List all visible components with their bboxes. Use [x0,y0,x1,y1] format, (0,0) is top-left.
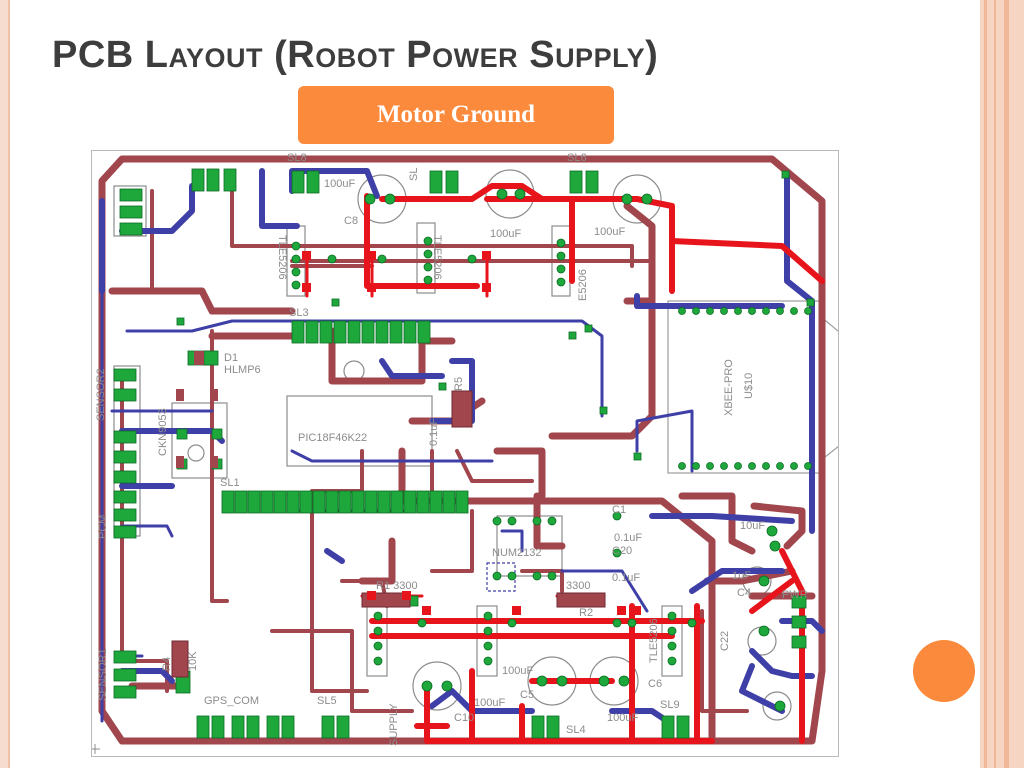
pcb-label-c5: C5 [520,689,534,701]
brown-traces [98,155,826,745]
pcb-label-num2132: NUM2132 [492,547,542,559]
pcb-label-tle5206: TLE5206 [648,618,660,663]
pcb-label-supply: SUPPLY [388,703,400,746]
pcb-label-gps-com: GPS_COM [204,695,259,707]
pcb-label-100uf: 100uF [474,697,505,709]
pcb-label-r4: R4 [161,657,173,671]
pcb-label-r1: R1 3300 [376,580,418,592]
pcb-label-pwr: PWR [782,589,808,601]
pcb-label-xbee-pro: XBEE-PRO [723,359,735,416]
frame-stripe [994,0,996,768]
pcb-label-100uf: 100uF [607,712,638,724]
pcb-label-sl3: SL3 [289,307,309,319]
pcb-label-e5206: E5206 [577,269,589,301]
decorative-orange-dot [913,640,975,702]
pcb-label-c6: C6 [648,678,662,690]
slide-frame-left [0,0,8,768]
smd-cap-pads [302,251,641,615]
slide-frame-left-line [8,0,10,768]
resistor-bodies [171,351,606,678]
pcb-label-100uf: 100uF [490,228,521,240]
pcb-label-100uf: 100uF [502,665,533,677]
pcb-label-c8: C8 [344,215,358,227]
pcb-label-sl8: SL8 [287,152,307,164]
pcb-label-r2: R2 [579,607,593,619]
pcb-label-01uf: 0.1uF [428,418,440,446]
pcb-label-sensor2: SENSOR2 [95,368,107,421]
pcb-label-1uf: 1uF [732,570,751,582]
pcb-label-ckn: CKN9053 [157,408,169,456]
pcb-label-sl5: SL5 [317,695,337,707]
slide-frame-right [980,0,1024,768]
pcb-label-sl9: SL9 [660,699,680,711]
pcb-text: SL8 100uF C8 SL 100uF SL6 100uF TLE5206 … [95,152,808,746]
pcb-label-tle5206: TLE5206 [431,235,443,280]
pcb-label-pic: PIC18F46K22 [298,432,367,444]
pcb-label-tle5206: TLE5206 [276,235,288,280]
pcb-label-sl1: SL1 [220,477,240,489]
round-pads [291,188,812,712]
pcb-label-100uf: 100uF [324,178,355,190]
pcb-label-sensor1: SENSOR1 [97,648,109,701]
pcb-label-d1: D1 [224,352,238,364]
red-traces [364,183,825,744]
pcb-label-hlmp: HLMP6 [224,364,261,376]
vias [176,170,815,461]
pcb-label-100uf: 100uF [594,226,625,238]
pcb-label-c20: C20 [612,545,632,557]
pcb-label-u10: U$10 [743,373,755,399]
pcb-label-c1: C1 [612,504,626,516]
pcb-label-01uf: 0.1uF [612,572,640,584]
pcb-label-sl: SL [408,168,420,181]
pcb-label-01uf: 0.1uF [614,532,642,544]
pcb-layout-image: SL8 100uF C8 SL 100uF SL6 100uF TLE5206 … [91,150,839,757]
pcb-label-c22: C22 [719,631,731,651]
pcb-label-c10: C10 [454,712,474,724]
frame-stripe [984,0,987,768]
pcb-label-10k: 10K [187,651,199,671]
pcb-label-sl4: SL4 [566,724,586,736]
pcb-label-3300: 3300 [566,580,590,592]
pads [113,168,807,739]
pcb-label-pcm: PCM [97,515,109,539]
pcb-label-r5: R5 [453,377,465,391]
frame-stripe [1004,0,1009,768]
pcb-label-sl6: SL6 [567,152,587,164]
pcb-label-10uf: 10uF [740,520,765,532]
pcb-label-c4: C4 [737,587,751,599]
pcb-drawing: SL8 100uF C8 SL 100uF SL6 100uF TLE5206 … [92,152,838,754]
slide-title: PCB Layout (Robot Power Supply) [52,34,659,76]
motor-ground-label: Motor Ground [298,86,614,144]
crosshair-markers [92,744,100,754]
